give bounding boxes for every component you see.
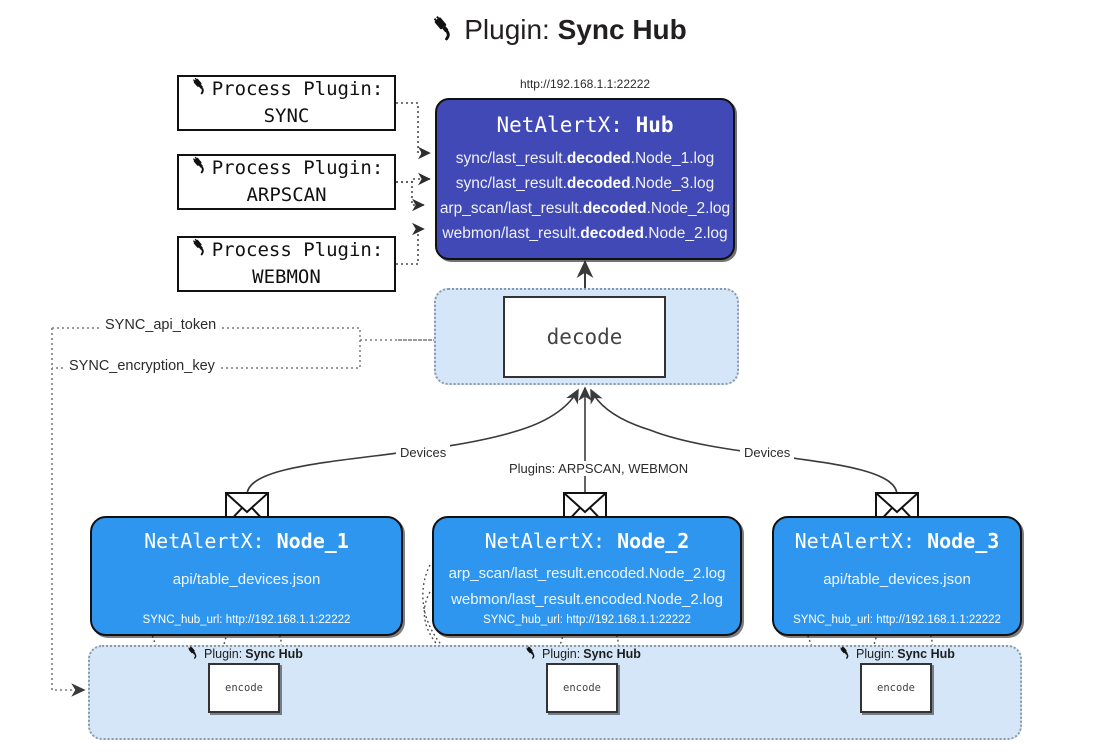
- edge-label-devices-right: Devices: [740, 445, 795, 460]
- encoder-plugin-label: Plugin: Sync Hub: [838, 645, 955, 663]
- plug-icon: [838, 645, 853, 663]
- edge-label-plugins: Plugins: ARPSCAN, WEBMON: [505, 461, 693, 476]
- node-hub-url: SYNC_hub_url: http://192.168.1.1:22222: [483, 614, 691, 626]
- process-plugin-name: SYNC: [263, 105, 310, 127]
- plug-icon: [186, 645, 201, 663]
- hub-row: sync/last_result.decoded.Node_3.log: [455, 175, 715, 192]
- hub-url-label: http://192.168.1.1:22222: [519, 77, 651, 91]
- node-hub-url: SYNC_hub_url: http://192.168.1.1:22222: [142, 614, 351, 626]
- node-line: api/table_devices.json: [172, 571, 321, 588]
- netalertx-node-3[interactable]: NetAlertX: Node_3 api/table_devices.json…: [772, 516, 1022, 636]
- setting-label-encryption-key: SYNC_encryption_key: [64, 358, 220, 374]
- plug-icon: [524, 645, 539, 663]
- process-plugin-box-arpscan[interactable]: Process Plugin: ARPSCAN: [177, 154, 396, 210]
- decode-box[interactable]: decode: [503, 296, 666, 378]
- title-plugin-name: Sync Hub: [557, 14, 687, 45]
- netalertx-node-1[interactable]: NetAlertX: Node_1 api/table_devices.json…: [90, 516, 403, 636]
- node-line: arp_scan/last_result.encoded.Node_2.log: [448, 565, 726, 582]
- process-plugin-name: WEBMON: [252, 266, 321, 288]
- edge-label-devices-left: Devices: [396, 445, 451, 460]
- plug-icon: [190, 237, 210, 265]
- process-plugin-box-sync[interactable]: Process Plugin: SYNC: [177, 75, 396, 131]
- setting-label-api-token: SYNC_api_token: [100, 317, 222, 333]
- hub-row: sync/last_result.decoded.Node_1.log: [455, 150, 715, 167]
- process-plugin-line1: Process Plugin:: [211, 157, 384, 180]
- hub-node[interactable]: NetAlertX: Hub sync/last_result.decoded.…: [435, 98, 735, 260]
- node-line: api/table_devices.json: [823, 571, 971, 588]
- process-plugin-box-webmon[interactable]: Process Plugin: WEBMON: [177, 236, 396, 292]
- node-title: NetAlertX: Node_1: [144, 529, 349, 553]
- process-plugin-line1: Process Plugin:: [211, 239, 384, 262]
- netalertx-node-2[interactable]: NetAlertX: Node_2 arp_scan/last_result.e…: [432, 516, 742, 636]
- plug-icon: [430, 14, 458, 49]
- hub-title: NetAlertX: Hub: [496, 113, 674, 137]
- process-plugin-line1: Process Plugin:: [211, 78, 384, 101]
- hub-row: webmon/last_result.decoded.Node_2.log: [442, 225, 728, 242]
- encode-box-2[interactable]: encode: [546, 663, 618, 713]
- encode-box-3[interactable]: encode: [860, 663, 932, 713]
- encode-box-1[interactable]: encode: [208, 663, 280, 713]
- node-title: NetAlertX: Node_3: [794, 529, 1000, 553]
- hub-row-list: sync/last_result.decoded.Node_1.log sync…: [437, 146, 733, 246]
- page-title: Plugin: Sync Hub: [0, 14, 1117, 49]
- encoder-plugin-label: Plugin: Sync Hub: [186, 645, 303, 663]
- node-hub-url: SYNC_hub_url: http://192.168.1.1:22222: [793, 614, 1001, 626]
- process-plugin-name: ARPSCAN: [246, 184, 327, 206]
- node-title: NetAlertX: Node_2: [484, 529, 690, 553]
- encoder-plugin-label: Plugin: Sync Hub: [524, 645, 641, 663]
- hub-row: arp_scan/last_result.decoded.Node_2.log: [439, 200, 731, 217]
- plug-icon: [190, 76, 210, 104]
- node-line: webmon/last_result.encoded.Node_2.log: [451, 591, 723, 608]
- plug-icon: [190, 155, 210, 183]
- title-prefix: Plugin:: [464, 14, 558, 45]
